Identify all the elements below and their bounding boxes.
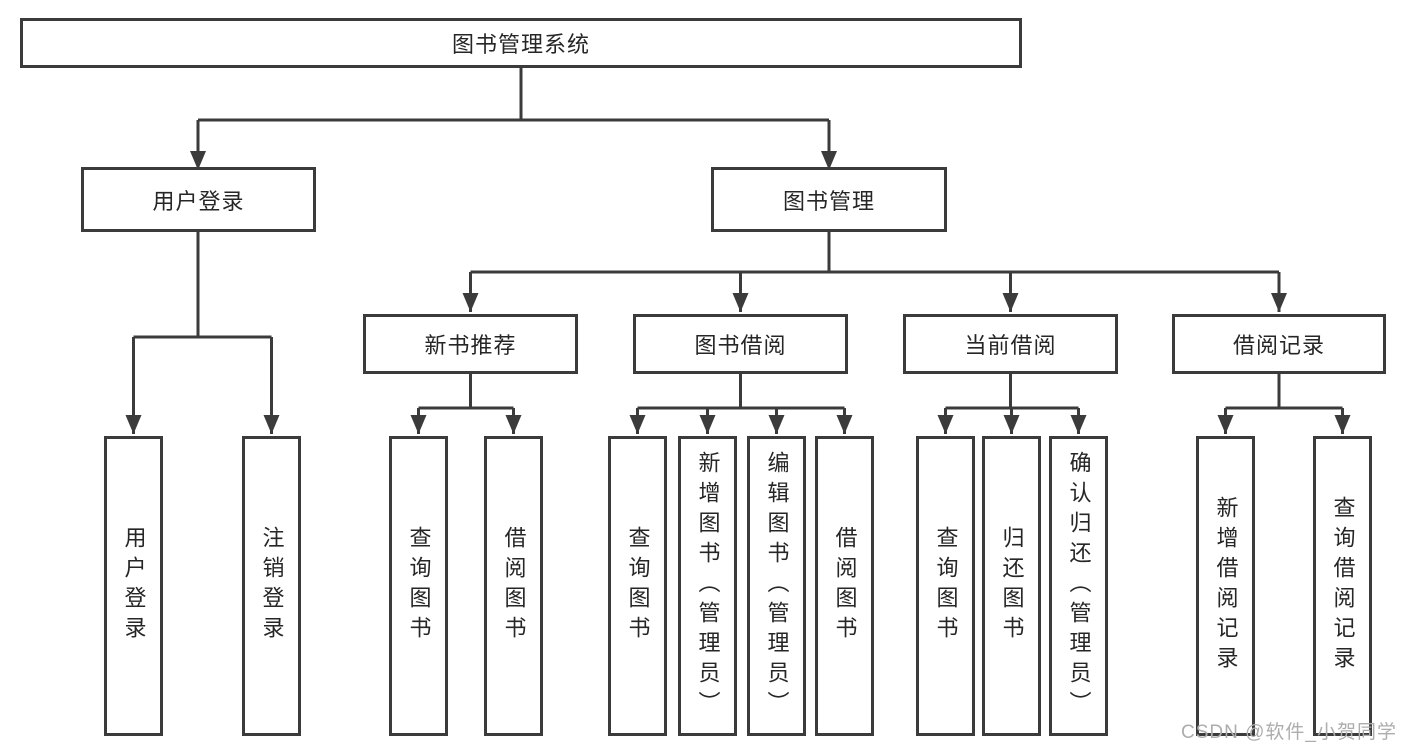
node-leaf-query-books-current-label: 查询图书 <box>933 526 959 646</box>
node-leaf-borrow-books-recommend: 借阅图书 <box>484 436 543 736</box>
node-leaf-logout: 注销登录 <box>242 436 301 736</box>
node-leaf-return-books-label: 归还图书 <box>999 526 1025 646</box>
node-current-borrowing: 当前借阅 <box>903 314 1118 374</box>
node-borrowing-records-label: 借阅记录 <box>1232 333 1325 358</box>
node-leaf-query-books-recommend: 查询图书 <box>389 436 448 736</box>
node-leaf-add-borrow-record: 新增借阅记录 <box>1196 436 1255 736</box>
node-leaf-query-borrow-record-label: 查询借阅记录 <box>1330 496 1356 676</box>
node-leaf-query-borrow-record: 查询借阅记录 <box>1313 436 1372 736</box>
node-leaf-add-books-admin: 新增图书（管理员） <box>678 436 737 736</box>
node-book-borrowing-label: 图书借阅 <box>694 333 787 358</box>
node-leaf-query-books-current: 查询图书 <box>916 436 975 736</box>
watermark: CSDN @软件_小贺同学 <box>1181 722 1397 743</box>
node-book-borrowing: 图书借阅 <box>633 314 848 374</box>
node-book-management: 图书管理 <box>711 167 947 232</box>
node-leaf-add-borrow-record-label: 新增借阅记录 <box>1213 496 1239 676</box>
node-leaf-edit-books-admin: 编辑图书（管理员） <box>747 436 806 736</box>
node-current-borrowing-label: 当前借阅 <box>964 333 1057 358</box>
node-leaf-borrow-books-borrowing: 借阅图书 <box>815 436 874 736</box>
node-new-book-recommend: 新书推荐 <box>363 314 578 374</box>
node-user-login-label: 用户登录 <box>152 188 245 214</box>
node-leaf-return-books: 归还图书 <box>982 436 1041 736</box>
node-leaf-user-login: 用户登录 <box>104 436 163 736</box>
node-user-login: 用户登录 <box>81 167 316 232</box>
node-leaf-confirm-return-admin: 确认归还（管理员） <box>1049 436 1108 736</box>
node-leaf-query-books-borrowing-label: 查询图书 <box>625 526 651 646</box>
node-leaf-query-books-borrowing: 查询图书 <box>608 436 667 736</box>
node-book-management-label: 图书管理 <box>782 188 875 214</box>
node-root-label: 图书管理系统 <box>451 32 590 57</box>
node-leaf-borrow-books-recommend-label: 借阅图书 <box>501 526 527 646</box>
node-leaf-borrow-books-borrowing-label: 借阅图书 <box>832 526 858 646</box>
node-leaf-user-login-label: 用户登录 <box>121 526 147 646</box>
node-leaf-edit-books-admin-label: 编辑图书（管理员） <box>764 451 790 721</box>
node-root-system: 图书管理系统 <box>20 18 1022 68</box>
node-leaf-confirm-return-admin-label: 确认归还（管理员） <box>1066 451 1092 721</box>
node-new-book-recommend-label: 新书推荐 <box>424 333 517 358</box>
node-borrowing-records: 借阅记录 <box>1172 314 1386 374</box>
node-leaf-query-books-recommend-label: 查询图书 <box>406 526 432 646</box>
node-leaf-logout-label: 注销登录 <box>259 526 285 646</box>
node-leaf-add-books-admin-label: 新增图书（管理员） <box>695 451 721 721</box>
